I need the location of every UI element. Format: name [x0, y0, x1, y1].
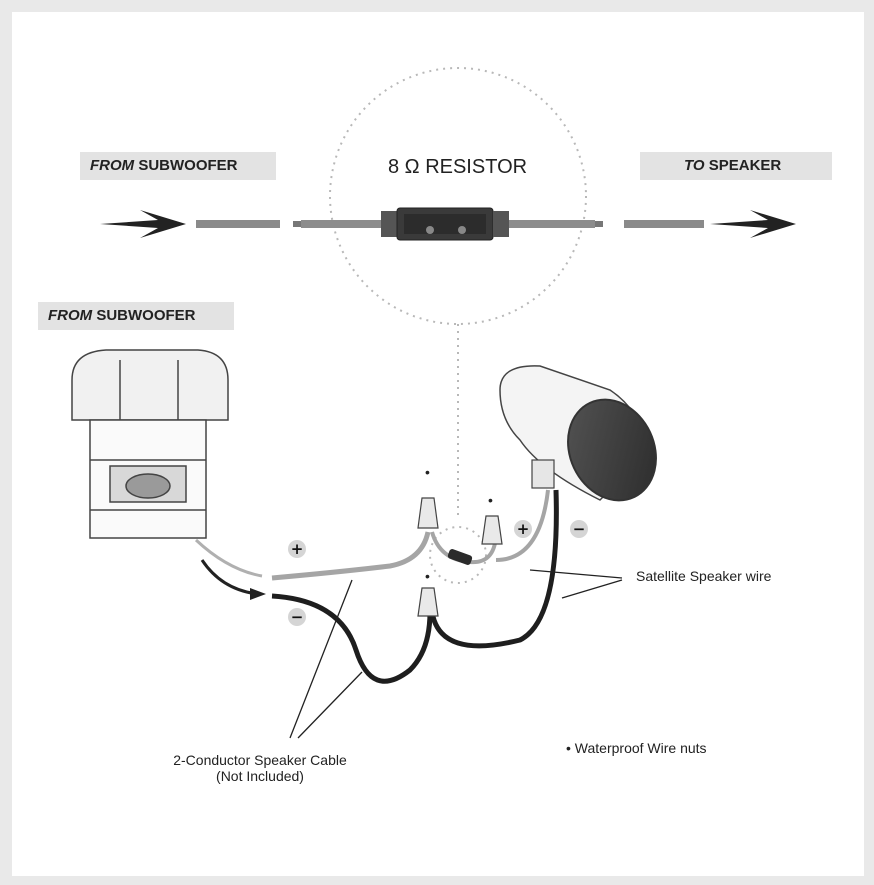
wire-nut-dot-3: •: [425, 568, 430, 584]
inline-resistor-icon: [447, 549, 473, 565]
to-speaker-label: TO SPEAKER: [640, 152, 832, 180]
positive-cable-wire: [271, 531, 431, 581]
right-arrow-icon: [710, 210, 796, 238]
input-wire-bar: [196, 220, 280, 228]
satellite-negative-wire: [429, 489, 559, 649]
cable-label-line1: 2-Conductor Speaker Cable: [173, 752, 347, 768]
left-arrow-icon: [100, 210, 186, 238]
negative-arrowhead-icon: [250, 588, 266, 600]
from-subwoofer-label-top: FROM SUBWOOFER: [80, 152, 276, 180]
negative-sign-right: −: [570, 520, 588, 538]
satellite-wire-label: Satellite Speaker wire: [636, 568, 772, 584]
negative-sign-left: −: [288, 608, 306, 626]
satellite-speaker-icon: [499, 365, 657, 502]
resistor-zoom-spot: [429, 526, 487, 584]
satellite-positive-lead: [495, 489, 550, 562]
from-subwoofer-label-left: FROM SUBWOOFER: [38, 302, 234, 330]
wire-nut-icon: [417, 497, 503, 617]
wire-nut-dot-1: •: [425, 464, 430, 480]
resistor-icon: [293, 207, 603, 241]
wire-nut-dot-2: •: [488, 492, 493, 508]
wire-nuts-label: • Waterproof Wire nuts: [566, 740, 707, 756]
satellite-callout-lines: [529, 569, 623, 599]
positive-sign-left: +: [288, 540, 306, 558]
cable-label: 2-Conductor Speaker Cable (Not Included): [160, 752, 360, 784]
bullet-icon: •: [566, 740, 571, 756]
resistor-zoom-circle: [329, 67, 587, 325]
output-wire-bar: [624, 220, 704, 228]
resistor-label: 8 Ω RESISTOR: [388, 156, 528, 178]
positive-sign-right: +: [514, 520, 532, 538]
negative-cable-wire: [271, 593, 433, 684]
cable-label-line2: (Not Included): [216, 768, 304, 784]
cable-callout-lines: [289, 579, 363, 739]
positive-flow-arrow-icon: [194, 538, 263, 578]
subwoofer-icon: [71, 349, 229, 539]
